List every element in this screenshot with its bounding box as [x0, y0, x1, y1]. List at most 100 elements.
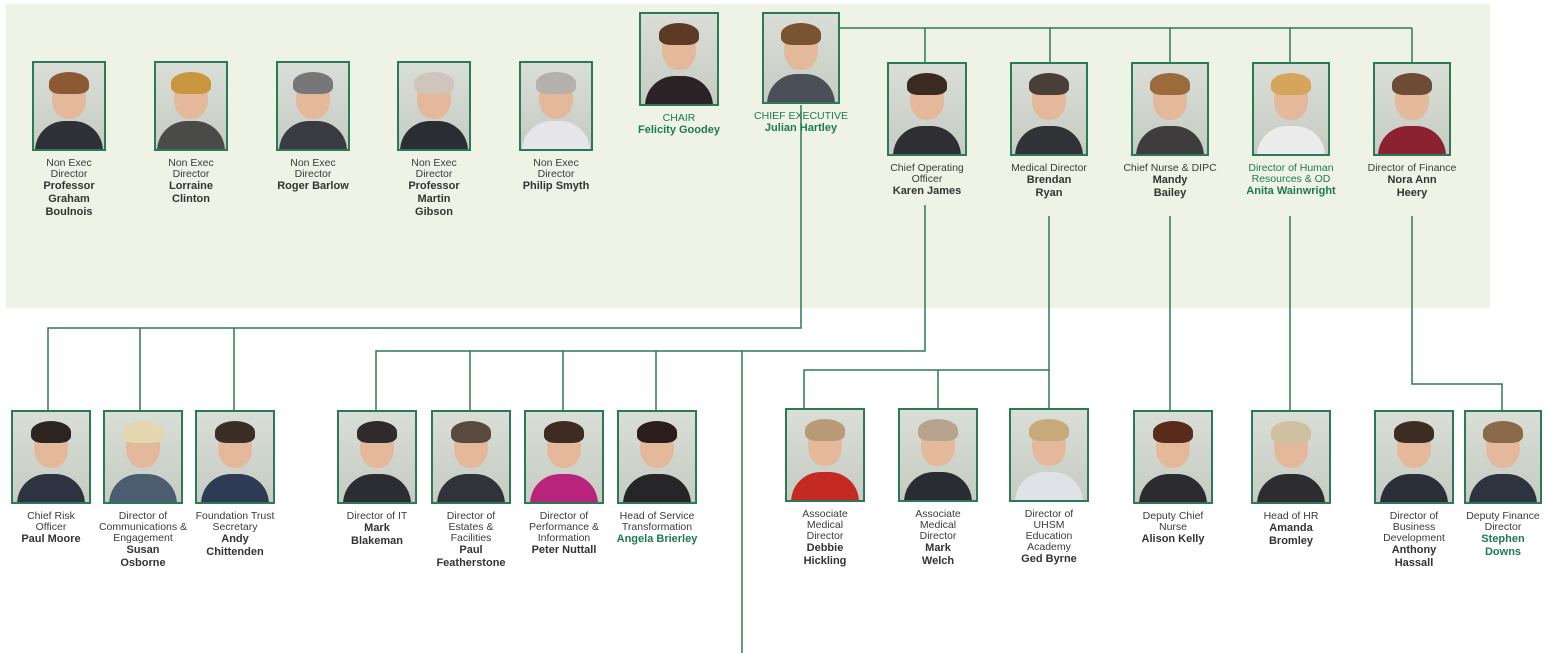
name-label: Nora Ann Heery	[1387, 174, 1437, 199]
role-label: Director of IT	[346, 510, 408, 522]
person-brendan-ryan: Medical Director Brendan Ryan	[994, 62, 1104, 200]
name-label: Andy Chittenden	[206, 533, 264, 558]
person-stephen-downs: Deputy Finance Director Stephen Downs	[1448, 410, 1547, 559]
portrait	[1251, 410, 1331, 504]
person-martin-gibson: Non Exec Director Professor Martin Gibso…	[379, 61, 489, 219]
person-nora-ann-heery: Director of Finance Nora Ann Heery	[1357, 62, 1467, 200]
role-label: Medical Director	[1011, 162, 1087, 174]
role-label: Head of HR	[1263, 510, 1319, 522]
person-alison-kelly: Deputy Chief Nurse Alison Kelly	[1118, 410, 1228, 546]
role-label: Associate Medical Director	[802, 508, 848, 542]
person-mark-blakeman: Director of IT Mark Blakeman	[322, 410, 432, 548]
person-ged-byrne: Director of UHSM Education Academy Ged B…	[994, 408, 1104, 566]
role-label: Deputy Chief Nurse	[1142, 510, 1204, 533]
role-label: Deputy Finance Director	[1466, 510, 1540, 533]
name-label: Stephen Downs	[1481, 533, 1525, 558]
role-label: CHAIR	[662, 112, 696, 124]
name-label: Anthony Hassall	[1391, 544, 1437, 569]
name-label: Mark Welch	[921, 542, 955, 567]
board-panel	[6, 4, 1490, 308]
role-label: Non Exec Director	[290, 157, 336, 180]
role-label: Associate Medical Director	[915, 508, 961, 542]
portrait	[785, 408, 865, 502]
portrait	[898, 408, 978, 502]
name-label: Paul Featherstone	[436, 544, 506, 569]
person-julian-hartley: CHIEF EXECUTIVE Julian Hartley	[746, 12, 856, 135]
name-label: Karen James	[892, 185, 962, 197]
name-label: Paul Moore	[21, 533, 81, 545]
person-lorraine-clinton: Non Exec Director Lorraine Clinton	[136, 61, 246, 206]
role-label: Director of Performance & Information	[528, 510, 600, 544]
name-label: Susan Osborne	[120, 544, 166, 569]
person-mark-welch: Associate Medical Director Mark Welch	[883, 408, 993, 568]
portrait	[1373, 62, 1451, 156]
person-debbie-hickling: Associate Medical Director Debbie Hickli…	[770, 408, 880, 568]
name-label: Peter Nuttall	[531, 544, 597, 556]
person-angela-brierley: Head of Service Transformation Angela Br…	[602, 410, 712, 546]
portrait	[1374, 410, 1454, 504]
role-label: Head of Service Transformation	[619, 510, 695, 533]
role-label: Director of Estates & Facilities	[446, 510, 496, 544]
portrait	[195, 410, 275, 504]
role-label: Chief Risk Officer	[27, 510, 75, 533]
portrait	[431, 410, 511, 504]
person-andy-chittenden: Foundation Trust Secretary Andy Chittend…	[180, 410, 290, 559]
portrait	[154, 61, 228, 151]
role-label: Director of Business Development	[1383, 510, 1445, 544]
person-roger-barlow: Non Exec Director Roger Barlow	[258, 61, 368, 193]
role-label: Director of Finance	[1367, 162, 1457, 174]
person-anthony-hassall: Director of Business Development Anthony…	[1359, 410, 1469, 570]
portrait	[1010, 62, 1088, 156]
name-label: Lorraine Clinton	[168, 180, 213, 205]
person-amanda-bromley: Head of HR Amanda Bromley	[1236, 410, 1346, 548]
portrait	[1464, 410, 1542, 504]
connector-ce-execs	[840, 27, 1413, 62]
portrait	[1133, 410, 1213, 504]
name-label: Professor Martin Gibson	[408, 180, 460, 218]
person-graham-boulnois: Non Exec Director Professor Graham Bouln…	[14, 61, 124, 219]
name-label: Philip Smyth	[522, 180, 590, 192]
connector-md-team	[803, 216, 1050, 410]
portrait-body	[35, 121, 103, 149]
name-label: Debbie Hickling	[803, 542, 847, 567]
portrait	[276, 61, 350, 151]
person-philip-smyth: Non Exec Director Philip Smyth	[501, 61, 611, 193]
role-label: Chief Operating Officer	[890, 162, 964, 185]
name-label: Angela Brierley	[616, 533, 698, 545]
role-label: CHIEF EXECUTIVE	[754, 110, 848, 122]
role-label: Director of Communications & Engagement	[98, 510, 188, 544]
portrait	[337, 410, 417, 504]
name-label: Felicity Goodey	[638, 124, 720, 136]
name-label: Julian Hartley	[764, 122, 838, 134]
name-label: Amanda Bromley	[1268, 522, 1314, 547]
name-label: Anita Wainwright	[1246, 185, 1336, 197]
portrait	[639, 12, 719, 106]
role-label: Non Exec Director	[411, 157, 457, 180]
name-label: Brendan Ryan	[1026, 174, 1072, 199]
role-label: Director of UHSM Education Academy	[1024, 508, 1074, 553]
role-label: Foundation Trust Secretary	[195, 510, 275, 533]
portrait	[519, 61, 593, 151]
role-label: Non Exec Director	[46, 157, 92, 180]
name-label: Professor Graham Boulnois	[43, 180, 95, 218]
role-label: Director of Human Resources & OD	[1248, 162, 1334, 185]
name-label: Mark Blakeman	[351, 522, 403, 547]
portrait	[524, 410, 604, 504]
portrait	[617, 410, 697, 504]
portrait-hair	[49, 72, 89, 94]
name-label: Alison Kelly	[1141, 533, 1205, 545]
connector-ce-staff	[47, 105, 802, 412]
portrait	[762, 12, 840, 104]
person-felicity-goodey: CHAIR Felicity Goodey	[624, 12, 734, 137]
portrait	[887, 62, 967, 156]
portrait	[32, 61, 106, 151]
connector-coo-team	[375, 205, 926, 653]
person-paul-featherstone: Director of Estates & Facilities Paul Fe…	[416, 410, 526, 570]
portrait	[1009, 408, 1089, 502]
role-label: Chief Nurse & DIPC	[1123, 162, 1217, 174]
portrait	[1252, 62, 1330, 156]
person-paul-moore: Chief Risk Officer Paul Moore	[0, 410, 106, 546]
name-label: Mandy Bailey	[1152, 174, 1188, 199]
name-label: Ged Byrne	[1021, 553, 1077, 565]
